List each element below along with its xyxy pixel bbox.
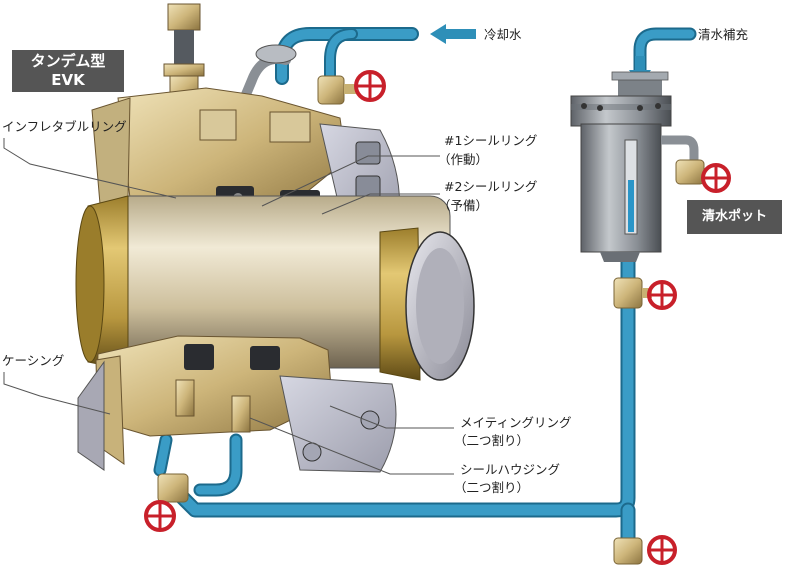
label-seal-ring-1: #1シールリング (444, 133, 538, 148)
fresh-water-pot (570, 71, 699, 262)
valve-pot (675, 159, 731, 193)
label-seal-housing: シールハウジング (460, 462, 561, 477)
valve-top (317, 70, 386, 105)
label-seal-ring-2: #2シールリング (444, 179, 538, 194)
label-casing: ケーシング (2, 353, 65, 368)
fresh-water-pot-badge: 清水ポット (687, 200, 782, 234)
cooling-water-arrow-icon (430, 24, 476, 44)
label-seal-ring-1-note: （作動） (438, 152, 489, 167)
label-fresh-water-supply: 清水補充 (698, 27, 749, 42)
label-mating-ring: メイティングリング (460, 415, 572, 430)
seal-assembly (75, 3, 475, 473)
leader-lines (3, 138, 454, 475)
model-title-badge: タンデム型 EVK (12, 50, 124, 92)
cooling-water-pipe (275, 27, 419, 86)
return-pipe (153, 242, 636, 548)
label-cooling-water: 冷却水 (484, 27, 522, 42)
fresh-water-pot-label: 清水ポット (701, 209, 767, 224)
model-title-line1: タンデム型 (30, 52, 106, 70)
valve-mid (613, 277, 677, 310)
label-seal-ring-2-note: （予備） (438, 198, 489, 213)
label-seal-housing-note: （二つ割り） (454, 480, 530, 495)
label-mating-ring-note: （二つ割り） (454, 433, 530, 448)
fresh-water-supply-pipe (633, 27, 697, 77)
valve-bottom-right (613, 535, 677, 565)
model-title-line2: EVK (51, 71, 85, 89)
fresh-water-arrow-icon (629, 56, 651, 86)
valve-bottom-left (144, 473, 189, 532)
label-inflatable-ring: インフレタブルリング (2, 119, 127, 134)
